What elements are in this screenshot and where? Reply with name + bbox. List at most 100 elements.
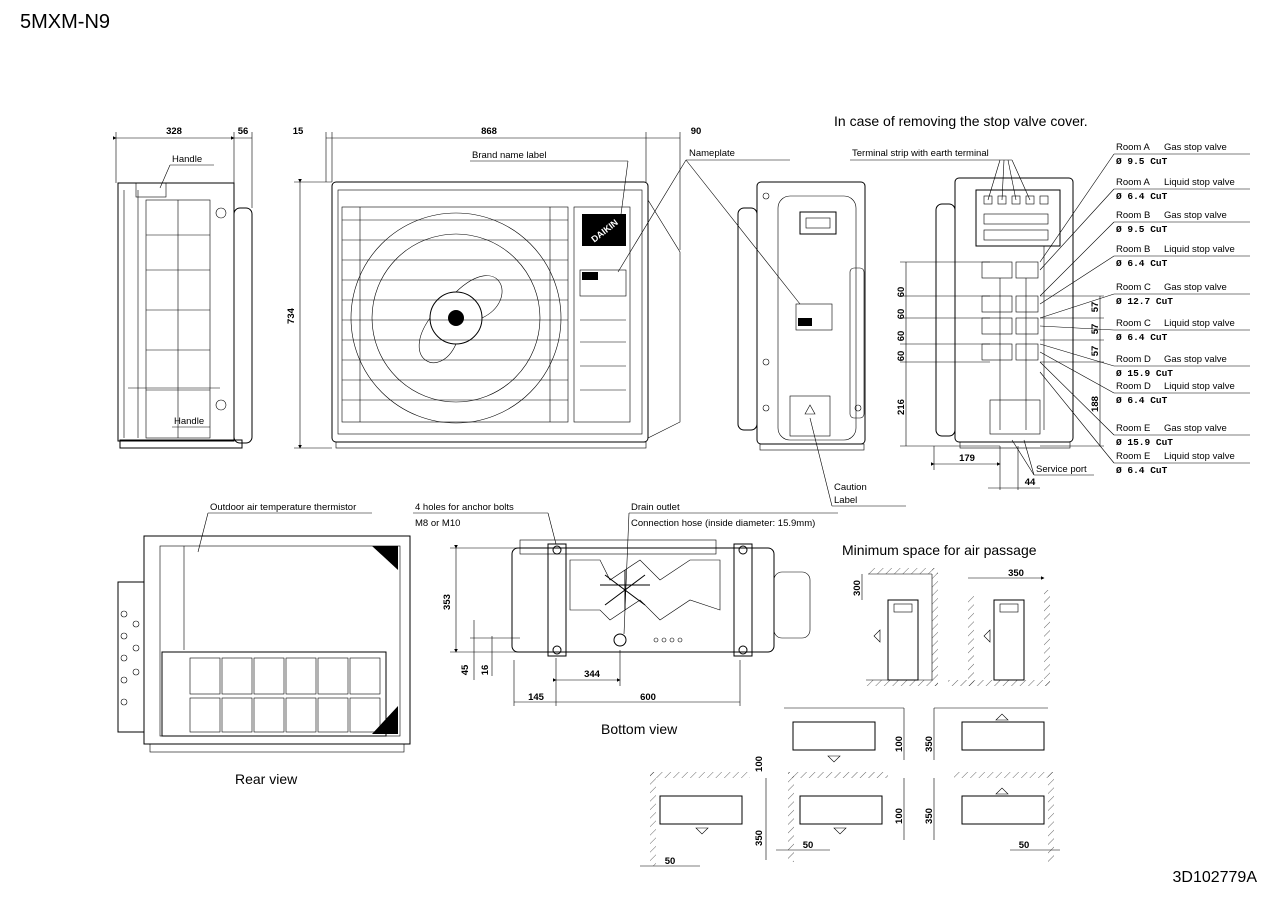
rear-view-caption: Rear view	[235, 771, 298, 787]
label-caution: Caution	[834, 482, 867, 493]
valve-room: Room C	[1116, 318, 1151, 329]
valve-callout: Room E Gas stop valve Ø 15.9 CuT	[1039, 361, 1250, 448]
dim-clear-50-b: 50	[803, 840, 814, 851]
min-space-heading: Minimum space for air passage	[842, 542, 1037, 558]
valve-callout: Room B Gas stop valve Ø 9.5 CuT	[1039, 210, 1250, 297]
dim-front-left: 15	[293, 126, 304, 137]
dim-clear-350-c: 350	[754, 830, 765, 846]
valve-type: Liquid stop valve	[1164, 177, 1235, 188]
valve-size: Ø 9.5 CuT	[1116, 224, 1168, 235]
valve-callout: Room D Gas stop valve Ø 15.9 CuT	[1039, 343, 1250, 379]
label-caution-label: Label	[834, 495, 857, 506]
valve-type: Gas stop valve	[1164, 210, 1227, 221]
label-handle-top: Handle	[172, 154, 202, 165]
valve-size: Ø 12.7 CuT	[1116, 296, 1173, 307]
valve-type: Gas stop valve	[1164, 142, 1227, 153]
min-space-diagrams: 300 350 100 350 100 350 50	[640, 568, 1060, 867]
label-drain-outlet: Drain outlet	[631, 502, 680, 513]
label-anchor-holes: 4 holes for anchor bolts	[415, 502, 514, 513]
valve-callout: Room C Gas stop valve Ø 12.7 CuT	[1039, 282, 1250, 319]
valve-room: Room E	[1116, 451, 1150, 462]
dim-clear-350-b: 350	[924, 736, 935, 752]
dim-clear-350-d: 350	[924, 808, 935, 824]
valve-size: Ø 6.4 CuT	[1116, 395, 1168, 406]
valve-type: Liquid stop valve	[1164, 381, 1235, 392]
dim-valve-pitch-b: 60	[896, 309, 907, 320]
valve-room: Room A	[1116, 177, 1150, 188]
valve-size: Ø 15.9 CuT	[1116, 368, 1173, 379]
valve-type: Gas stop valve	[1164, 282, 1227, 293]
model-title: 5MXM-N9	[20, 11, 110, 33]
rear-view: Outdoor air temperature thermistor	[117, 502, 411, 753]
stop-valve-heading: In case of removing the stop valve cover…	[834, 113, 1088, 129]
label-brand-name: Brand name label	[472, 150, 546, 161]
valve-callout: Room C Liquid stop valve Ø 6.4 CuT	[1039, 318, 1250, 343]
valve-room: Room A	[1116, 142, 1150, 153]
dim-service-port: 44	[1025, 477, 1036, 488]
valve-type: Liquid stop valve	[1164, 244, 1235, 255]
drawing-number: 3D102779A	[1172, 869, 1257, 886]
dim-clear-50-a: 50	[665, 856, 676, 867]
dim-bottom-45: 45	[460, 664, 471, 675]
valve-callout: Room A Gas stop valve Ø 9.5 CuT	[1039, 142, 1250, 263]
valve-callout: Room A Liquid stop valve Ø 6.4 CuT	[1039, 177, 1250, 271]
valve-callout: Room E Liquid stop valve Ø 6.4 CuT	[1039, 371, 1250, 476]
label-handle-bottom: Handle	[174, 416, 204, 427]
dim-clear-50-c: 50	[1019, 840, 1030, 851]
dim-front-width: 868	[481, 126, 497, 137]
dim-bottom-344: 344	[584, 669, 601, 680]
dim-bottom-600: 600	[640, 692, 656, 703]
dim-valve-horizontal: 179	[959, 453, 975, 464]
valve-room: Room E	[1116, 423, 1150, 434]
valve-size: Ø 6.4 CuT	[1116, 191, 1168, 202]
label-anchor-size: M8 or M10	[415, 518, 460, 529]
dim-right-base: 188	[1090, 396, 1101, 412]
bottom-view: 353 45 16 344 145 600 4 holes for anchor…	[413, 502, 838, 706]
dim-clear-100-c: 100	[894, 808, 905, 824]
valve-room: Room B	[1116, 210, 1150, 221]
dim-right-pitch-a: 57	[1090, 302, 1101, 313]
valve-size: Ø 15.9 CuT	[1116, 437, 1173, 448]
valve-size: Ø 6.4 CuT	[1116, 465, 1168, 476]
side-view: 328 56 Handle Handle	[113, 126, 253, 449]
valve-size: Ø 9.5 CuT	[1116, 156, 1168, 167]
stop-valve-view: Terminal strip with earth terminal 60 60…	[850, 142, 1250, 490]
valve-size: Ø 6.4 CuT	[1116, 258, 1168, 269]
label-service-port: Service port	[1036, 464, 1087, 475]
dim-right-pitch-c: 57	[1090, 346, 1101, 357]
valve-size: Ø 6.4 CuT	[1116, 332, 1168, 343]
dim-clear-350-top: 350	[1008, 568, 1024, 579]
valve-room: Room D	[1116, 354, 1151, 365]
right-side-view: Caution Label	[737, 181, 906, 507]
valve-room: Room C	[1116, 282, 1151, 293]
label-thermistor: Outdoor air temperature thermistor	[210, 502, 356, 513]
dim-bottom-16: 16	[480, 665, 491, 676]
bottom-view-caption: Bottom view	[601, 721, 678, 737]
valve-room: Room D	[1116, 381, 1151, 392]
dim-valve-pitch-d: 60	[896, 351, 907, 362]
valve-callout: Room B Liquid stop valve Ø 6.4 CuT	[1039, 244, 1250, 305]
valve-callout: Room D Liquid stop valve Ø 6.4 CuT	[1039, 351, 1250, 406]
dim-height: 734	[286, 307, 297, 324]
label-terminal-strip: Terminal strip with earth terminal	[852, 148, 989, 159]
valve-list: Room A Gas stop valve Ø 9.5 CuT Room A Liqui…	[1039, 142, 1250, 476]
label-nameplate: Nameplate	[689, 148, 735, 159]
label-drain-hose: Connection hose (inside diameter: 15.9mm…	[631, 518, 815, 529]
dim-side-offset: 56	[238, 126, 249, 137]
valve-type: Gas stop valve	[1164, 423, 1227, 434]
valve-type: Liquid stop valve	[1164, 451, 1235, 462]
dim-bottom-145: 145	[528, 692, 545, 703]
dim-bottom-depth: 353	[442, 594, 453, 610]
dim-clear-100-b: 100	[754, 756, 765, 772]
dim-clear-100-a: 100	[894, 736, 905, 752]
valve-room: Room B	[1116, 244, 1150, 255]
dim-clear-300: 300	[852, 580, 863, 596]
dim-valve-base: 216	[896, 399, 907, 415]
front-view: DAIKIN 15 868 90 734 Brand name label Na…	[286, 126, 801, 449]
dim-valve-pitch-a: 60	[896, 287, 907, 298]
dim-side-depth: 328	[166, 126, 182, 137]
dim-valve-pitch-c: 60	[896, 331, 907, 342]
valve-type: Liquid stop valve	[1164, 318, 1235, 329]
valve-type: Gas stop valve	[1164, 354, 1227, 365]
